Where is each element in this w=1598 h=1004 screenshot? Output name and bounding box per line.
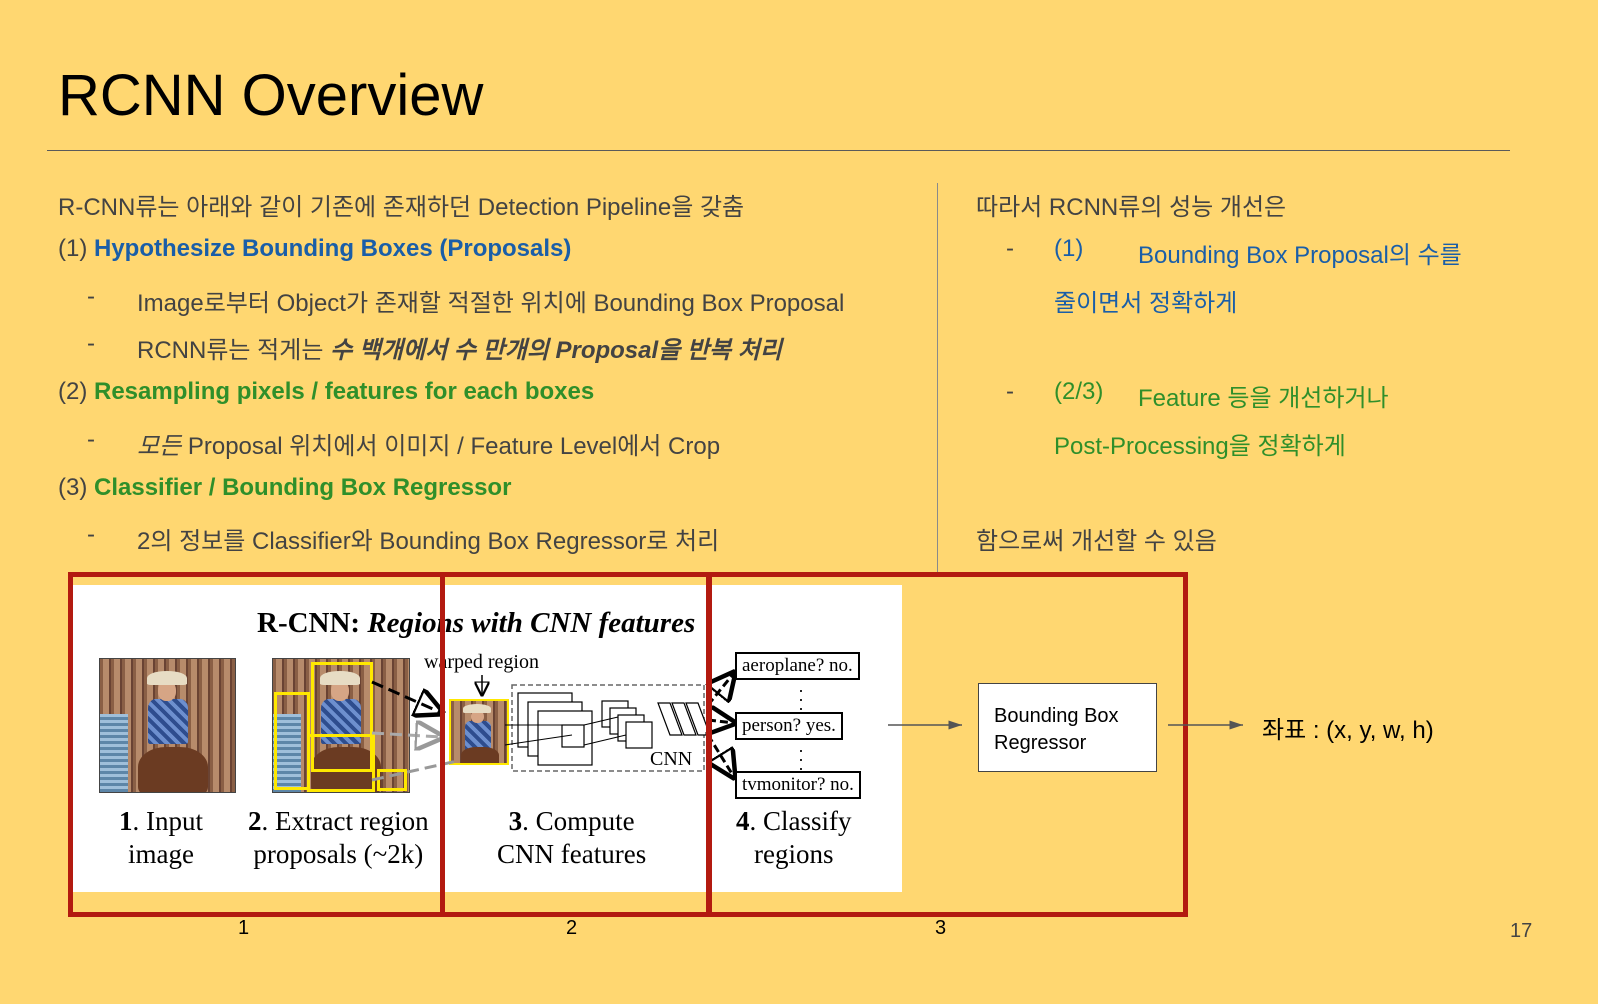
step1-bullet1-text: Image로부터 Object가 존재할 적절한 위치에 Bounding Bo… bbox=[137, 290, 845, 317]
region-number-2: 2 bbox=[566, 917, 578, 939]
right-item2-number: (2/3) bbox=[1054, 378, 1104, 405]
ellipsis-dots: ··· bbox=[798, 740, 804, 778]
right-item1-number: (1) bbox=[1054, 235, 1084, 262]
step2-bullet-emphasis: 모든 bbox=[137, 433, 182, 460]
step3-bullet-text: 2의 정보를 Classifier와 Bounding Box Regresso… bbox=[137, 528, 720, 555]
step2-bullet-plain: Proposal 위치에서 이미지 / Feature Level에서 Crop bbox=[181, 433, 721, 460]
region-number-1: 1 bbox=[238, 917, 250, 939]
step1-number: (1) bbox=[58, 235, 94, 262]
class-output-aeroplane: aeroplane? no. bbox=[735, 652, 860, 680]
proposals-image bbox=[272, 658, 410, 793]
right-item2-line2: Post-Processing을 정확하게 bbox=[1054, 433, 1346, 460]
title-divider bbox=[47, 150, 1510, 151]
right-intro: 따라서 RCNN류의 성능 개선은 bbox=[976, 194, 1287, 221]
step1-bullet2: - RCNN류는 적게는 수 백개에서 수 만개의 Proposal을 반복 처리 bbox=[87, 330, 782, 365]
proposal-box bbox=[311, 662, 373, 772]
left-intro: R-CNN류는 아래와 같이 기존에 존재하던 Detection Pipeli… bbox=[58, 194, 745, 221]
cnn-label: CNN bbox=[650, 748, 693, 770]
step1-bullet2-plain: RCNN류는 적게는 bbox=[137, 337, 331, 364]
input-image bbox=[99, 658, 236, 793]
right-conclusion: 함으로써 개선할 수 있음 bbox=[976, 528, 1217, 555]
step2-bullet: - 모든 Proposal 위치에서 이미지 / Feature Level에서 … bbox=[87, 426, 721, 461]
step2-title: Resampling pixels / features for each bo… bbox=[94, 378, 595, 405]
bullet-dash: - bbox=[87, 330, 95, 357]
ellipsis-dots: ··· bbox=[798, 680, 804, 718]
bounding-box-regressor: Bounding Box Regressor bbox=[978, 683, 1157, 772]
output-coordinates: 좌표 : (x, y, w, h) bbox=[1262, 717, 1434, 744]
region-number-3: 3 bbox=[935, 917, 947, 939]
right-item1-line2: 줄이면서 정확하게 bbox=[1054, 290, 1238, 317]
right-item2-dash: - bbox=[1006, 378, 1014, 405]
right-item1-line1: Bounding Box Proposal의 수를 bbox=[1138, 242, 1462, 269]
class-output-tvmonitor: tvmonitor? no. bbox=[735, 771, 861, 799]
step3-heading: (3) Classifier / Bounding Box Regressor bbox=[58, 474, 511, 502]
step3-title: Classifier / Bounding Box Regressor bbox=[94, 474, 512, 501]
class-output-person: person? yes. bbox=[735, 712, 843, 740]
rcnn-figure: R-CNN: Regions with CNN features warped … bbox=[72, 585, 902, 892]
region-box-3 bbox=[706, 572, 1188, 917]
bullet-dash: - bbox=[87, 283, 95, 310]
right-item2-line1: Feature 등을 개선하거나 bbox=[1138, 385, 1389, 412]
bullet-dash: - bbox=[87, 426, 95, 453]
right-item1-dash: - bbox=[1006, 235, 1014, 262]
regressor-line2: Regressor bbox=[994, 732, 1087, 754]
step3-number: (3) bbox=[58, 474, 94, 501]
column-divider bbox=[937, 183, 938, 573]
step2-heading: (2) Resampling pixels / features for eac… bbox=[58, 378, 594, 406]
cnn-diagram bbox=[371, 585, 902, 892]
regressor-line1: Bounding Box bbox=[994, 705, 1119, 727]
step3-bullet: - 2의 정보를 Classifier와 Bounding Box Regress… bbox=[87, 521, 720, 556]
bullet-dash: - bbox=[87, 521, 95, 548]
figure-title-bold: R-CNN: bbox=[257, 607, 368, 639]
slide-title: RCNN Overview bbox=[58, 63, 484, 128]
step1-bullet1: - Image로부터 Object가 존재할 적절한 위치에 Bounding B… bbox=[87, 283, 845, 318]
warped-region-label: warped region bbox=[424, 651, 539, 673]
figure-title: R-CNN: Regions with CNN features bbox=[257, 607, 695, 640]
page-number: 17 bbox=[1510, 920, 1533, 942]
step1-title: Hypothesize Bounding Boxes (Proposals) bbox=[94, 235, 572, 262]
warped-region-image bbox=[449, 699, 509, 765]
figure-title-italic: Regions with CNN features bbox=[367, 607, 696, 639]
step1-bullet2-emphasis: 수 백개에서 수 만개의 Proposal을 반복 처리 bbox=[330, 337, 782, 364]
step1-heading: (1) Hypothesize Bounding Boxes (Proposal… bbox=[58, 235, 571, 263]
proposal-box bbox=[307, 734, 375, 792]
step2-number: (2) bbox=[58, 378, 94, 405]
